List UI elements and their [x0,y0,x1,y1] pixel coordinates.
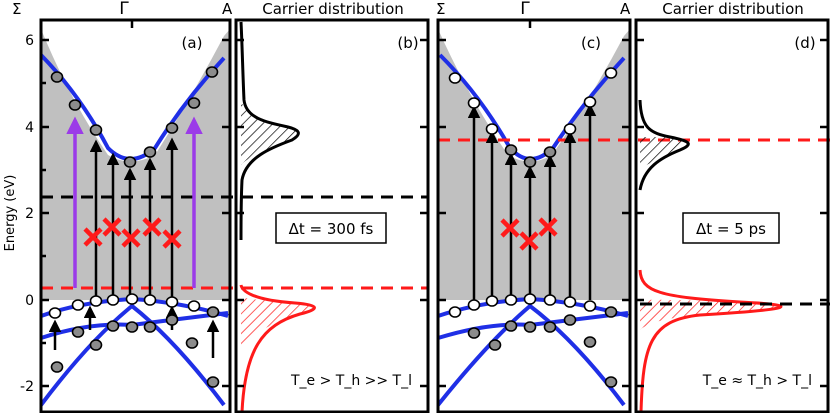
carrier-distribution-title-b: Carrier distribution [262,0,404,18]
valence-band-a-3 [39,303,226,407]
panel-c: (c) [436,18,830,413]
panel-a: (a) [39,18,428,413]
scatter-crosses-a [83,217,182,249]
y-tick-4: 4 [25,120,34,136]
scatter-cross-a-4 [142,217,162,237]
conduction-dots-c [448,67,618,168]
scatter-crosses-c [500,217,558,251]
k-label-sigma-a: Σ [12,0,21,18]
delta-t-box-b [275,212,387,244]
hole-distribution-d [638,269,783,413]
scatter-cross-c-3 [538,217,558,237]
y-tick-2: 2 [25,206,34,222]
scatter-cross-a-3 [121,228,141,248]
k-label-sigma-c: Σ [436,0,445,18]
delta-t-label-d: Δt = 5 ps [696,220,766,238]
scatter-cross-c-2 [519,231,539,251]
electron-hatched-area-d [640,137,689,170]
scatter-cross-a-1 [83,227,103,247]
hole-hatched-area-d [640,299,781,330]
scatter-cross-c-1 [500,218,520,238]
panel-label-d: (d) [794,34,815,52]
k-label-gamma-c: Γ [520,0,530,19]
panel-frame-a [39,18,232,413]
y-tick-0: 0 [25,293,34,309]
y-ticks-c [438,20,630,388]
temperature-relation-d: T_e ≈ T_h > T_l [702,373,812,389]
temperature-relation-b: T_e > T_h >> T_l [290,373,412,389]
panel-frame-c [436,18,632,413]
y-axis-label: Energy (eV) [3,175,18,252]
panel-frame-b [234,18,430,413]
panel-label-b: (b) [397,34,418,52]
panel-b: (b) Δt = 300 fs T_e > T_h >> T_l [234,18,430,413]
y-tick-6: 6 [25,33,34,49]
panel-d: (d) Δt = 5 ps T_e ≈ T_h > T_l [634,18,830,413]
delta-t-label-b: Δt = 300 fs [289,220,374,238]
hole-hatched-area-b [241,297,315,350]
y-ticks-a [41,20,230,388]
scatter-cross-a-2 [102,217,122,237]
panel-label-c: (c) [581,34,601,52]
y-ticks-b [236,38,428,388]
y-tick-minus2: -2 [20,379,34,395]
electron-hatched-area-b [241,100,299,165]
delta-t-box-d [682,212,780,244]
y-ticks-d [636,38,828,388]
scatter-cross-a-5 [162,229,182,249]
k-label-gamma-a: Γ [119,0,129,19]
valence-dots-c [448,293,618,388]
valence-dots-a [48,293,220,388]
electron-dots-a [50,66,219,168]
k-label-a-a: A [222,0,233,18]
k-label-a-c: A [620,0,631,18]
panel-label-a: (a) [182,34,203,52]
panel-frame-d [634,18,830,413]
valence-band-c-3 [436,303,626,407]
carrier-distribution-title-d: Carrier distribution [662,0,804,18]
